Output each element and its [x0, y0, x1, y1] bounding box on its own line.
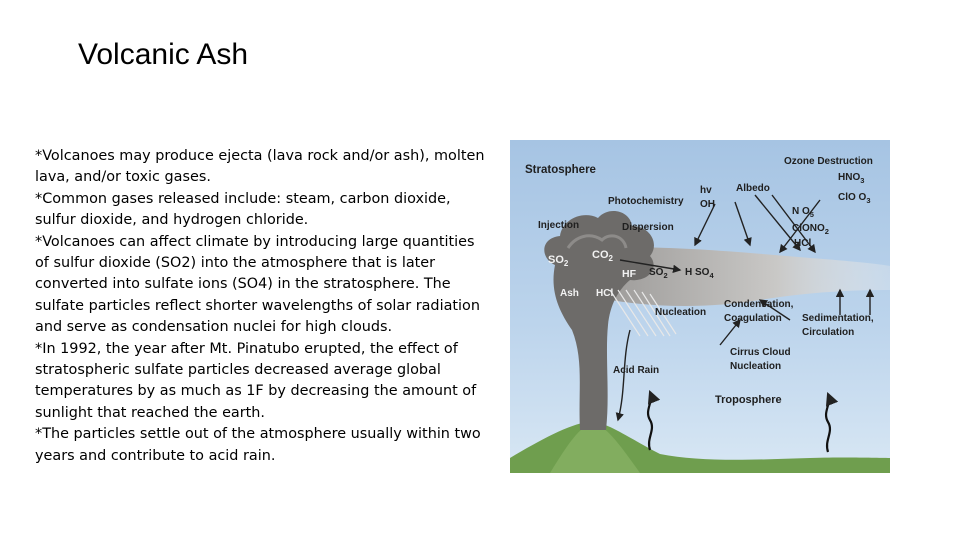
label-circulation: Circulation [802, 327, 854, 338]
label-albedo: Albedo [736, 183, 770, 194]
label-hcl-plume: HCl [596, 288, 613, 299]
slide-title: Volcanic Ash [78, 38, 249, 71]
label-condensation: Condensation, [724, 299, 794, 310]
process-arrows [615, 194, 875, 422]
label-clono2: ClONO2 [792, 223, 829, 236]
slide-body: *Volcanoes may produce ejecta (lava rock… [35, 146, 485, 467]
label-ash: Ash [560, 288, 579, 299]
label-sedimentation: Sedimentation, [802, 313, 874, 324]
sedimentation-streaks [609, 289, 677, 337]
plume-highlight [566, 234, 628, 249]
label-hno3: HNO3 [838, 172, 864, 185]
paragraph-climate: *Volcanoes can affect climate by introdu… [35, 233, 480, 336]
eruption-column [544, 211, 654, 430]
label-clo-o3: ClO O3 [838, 192, 871, 205]
label-acid-rain: Acid Rain [613, 365, 659, 376]
label-stratosphere: Stratosphere [525, 164, 596, 176]
label-so2-arrow: SO2 [649, 267, 668, 280]
paragraph-settle: *The particles settle out of the atmosph… [35, 426, 481, 464]
label-dispersion: Dispersion [622, 222, 674, 233]
label-cirrus-nucleation: Nucleation [730, 361, 781, 372]
paragraph-ejecta: *Volcanoes may produce ejecta (lava rock… [35, 148, 485, 186]
paragraph-pinatubo: *In 1992, the year after Mt. Pinatubo er… [35, 340, 477, 421]
label-oh: OH [700, 199, 715, 210]
label-hf: HF [622, 268, 637, 280]
label-hv: hv [700, 185, 712, 196]
volcano-cone [550, 423, 640, 473]
convection-arrows [646, 389, 839, 453]
label-nucleation: Nucleation [655, 307, 706, 318]
label-h2so4: H SO4 [685, 267, 714, 280]
label-so2-plume: SO2 [548, 254, 569, 268]
label-ozone-destruction: Ozone Destruction [784, 156, 873, 167]
label-hcl-strat: HCl [794, 238, 811, 249]
label-n2o5: N O5 [792, 206, 814, 219]
label-co2-plume: CO2 [592, 249, 614, 263]
label-troposphere: Troposphere [715, 394, 782, 406]
label-coagulation: Coagulation [724, 313, 782, 324]
label-injection: Injection [538, 220, 579, 231]
label-cirrus-cloud: Cirrus Cloud [730, 347, 791, 358]
label-photochemistry: Photochemistry [608, 196, 684, 207]
aerosol-cloud [605, 247, 890, 306]
paragraph-gases: *Common gases released include: steam, c… [35, 190, 451, 229]
volcanic-gas-diagram: Stratosphere Injection SO2 CO2 HF Ash HC… [510, 140, 890, 473]
